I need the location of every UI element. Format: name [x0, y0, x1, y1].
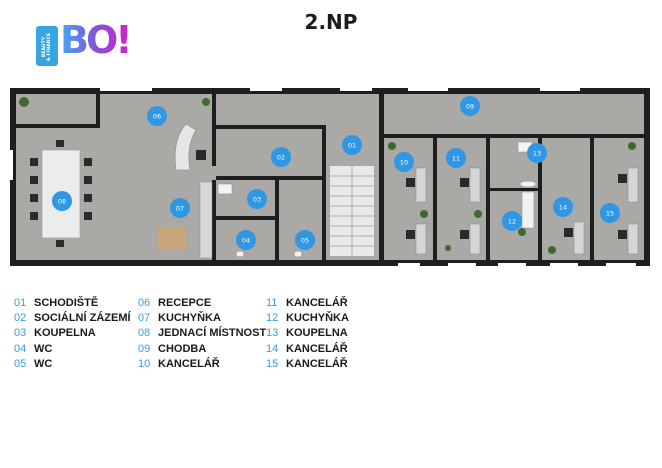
room-marker-06 [147, 106, 167, 126]
legend-item: 02 SOCIÁLNÍ ZÁZEMÍ [14, 311, 131, 326]
brand-logo: BEAUTY & FINANCE BO! [36, 18, 136, 68]
staircase [330, 166, 374, 256]
room-marker-12 [502, 211, 522, 231]
room-marker-label: 15 [606, 210, 614, 218]
room-marker-11 [446, 148, 466, 168]
legend-number: 01 [14, 297, 27, 309]
legend-item: 10 KANCELÁŘ [138, 357, 266, 372]
legend-label: WC [34, 342, 53, 355]
legend-number: 04 [14, 342, 27, 355]
legend-number: 14 [266, 342, 279, 355]
room-marker-13 [527, 143, 547, 163]
legend-item: 14 KANCELÁŘ [266, 342, 349, 357]
logo-badge: BEAUTY & FINANCE [36, 26, 58, 66]
legend-column-1: 01 SCHODIŠTĚ 02 SOCIÁLNÍ ZÁZEMÍ 03 KOUPELNA… [14, 296, 131, 372]
legend-number: 06 [138, 297, 151, 309]
room-marker-01 [342, 135, 362, 155]
room-marker-label: 07 [176, 205, 184, 213]
legend-number: 10 [138, 357, 151, 370]
legend-label: KANCELÁŘ [286, 357, 348, 370]
room-marker-label: 05 [301, 237, 309, 245]
legend-label: JEDNACÍ MÍSTNOST [158, 327, 267, 340]
legend-number: 08 [138, 327, 151, 340]
legend-item: 04 WC [14, 342, 131, 357]
room-marker-07 [170, 198, 190, 218]
room-marker-label: 13 [533, 150, 541, 158]
room-marker-label: 04 [242, 237, 250, 245]
office-furniture [196, 150, 639, 255]
legend-label: CHODBA [158, 342, 207, 355]
room-marker-14 [553, 197, 573, 217]
room-marker-label: 10 [400, 159, 408, 167]
room-marker-02 [271, 147, 291, 167]
legend-label: KANCELÁŘ [286, 297, 348, 309]
room-marker-label: 06 [153, 113, 161, 121]
legend-item: 08 JEDNACÍ MÍSTNOST [138, 326, 266, 341]
legend-number: 15 [266, 357, 279, 370]
legend-item: 15 KANCELÁŘ [266, 357, 349, 372]
room-marker-label: 01 [348, 142, 356, 150]
legend-item: 13 KOUPELNA [266, 326, 349, 341]
room-marker-label: 14 [559, 204, 567, 212]
legend-number: 03 [14, 327, 27, 340]
room-marker-15 [600, 203, 620, 223]
legend-number: 11 [266, 297, 278, 309]
legend-item: 01 SCHODIŠTĚ [14, 296, 131, 311]
room-marker-label: 03 [253, 196, 261, 204]
legend-label: SCHODIŠTĚ [34, 297, 99, 309]
logo-badge-line2: & FINANCE [47, 32, 52, 62]
legend-item: 05 WC [14, 357, 131, 372]
legend-number: 05 [14, 357, 27, 370]
legend-item: 07 KUCHYŇKA [138, 311, 266, 326]
legend-item: 11 KANCELÁŘ [266, 296, 349, 311]
legend-item: 09 CHODBA [138, 342, 266, 357]
legend-number: 09 [138, 342, 151, 355]
legend-label: SOCIÁLNÍ ZÁZEMÍ [34, 312, 131, 325]
room-marker-04 [236, 230, 256, 250]
room-marker-09 [460, 96, 480, 116]
room-marker-08 [52, 191, 72, 211]
legend-label: KANCELÁŘ [158, 357, 220, 370]
windows [10, 88, 636, 266]
room-marker-label: 09 [466, 103, 474, 111]
logo-mark: BO! [60, 18, 133, 62]
reception-desk [174, 123, 197, 171]
room-marker-03 [247, 189, 267, 209]
room-marker-labels: 01 02 03 04 05 06 07 08 09 10 11 12 13 1… [58, 103, 614, 245]
legend-number: 02 [14, 312, 27, 325]
legend-label: KUCHYŇKA [286, 312, 349, 325]
kitchen-counter [158, 181, 213, 259]
legend-item: 06 RECEPCE [138, 296, 266, 311]
legend-label: KUCHYŇKA [158, 312, 221, 325]
legend-item: 12 KUCHYŇKA [266, 311, 349, 326]
plants [19, 97, 636, 254]
room-marker-label: 12 [508, 218, 516, 226]
legend-number: 13 [266, 327, 279, 340]
legend-number: 07 [138, 312, 151, 325]
floor-plan: 01 02 03 04 05 06 07 08 09 10 11 12 13 1… [10, 88, 650, 266]
page-title: 2.NP [304, 10, 358, 34]
legend-number: 12 [266, 312, 279, 325]
room-markers [52, 96, 620, 250]
legend-label: KOUPELNA [34, 327, 96, 340]
legend-label: KANCELÁŘ [286, 342, 348, 355]
room-marker-label: 08 [58, 198, 66, 206]
room-marker-label: 11 [452, 155, 460, 163]
legend-item: 03 KOUPELNA [14, 326, 131, 341]
legend-label: RECEPCE [158, 297, 212, 309]
room-marker-label: 02 [277, 154, 285, 162]
interior-walls [16, 94, 644, 260]
room-marker-10 [394, 152, 414, 172]
legend-label: WC [34, 357, 53, 370]
sanitary-fixtures [217, 141, 537, 258]
room-marker-05 [295, 230, 315, 250]
legend-label: KOUPELNA [286, 327, 348, 340]
